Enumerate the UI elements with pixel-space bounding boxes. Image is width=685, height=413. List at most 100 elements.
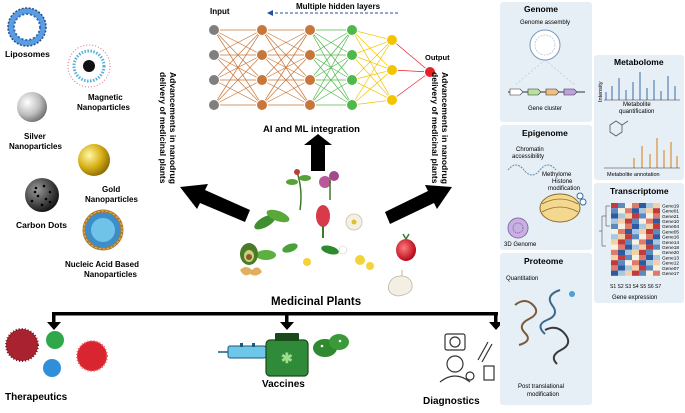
heatmap-cell bbox=[646, 203, 653, 209]
heatmap-cell bbox=[632, 255, 639, 261]
heatmap-cell bbox=[618, 234, 625, 240]
transcriptome-title: Transcriptome bbox=[610, 186, 669, 196]
gene-label: Gene13 bbox=[662, 255, 679, 261]
heatmap-cell bbox=[618, 270, 625, 276]
gene-label: Gene05 bbox=[662, 229, 679, 235]
histone-line1: Histone bbox=[552, 179, 573, 185]
gene-label: Gene12 bbox=[662, 261, 679, 267]
network-edge bbox=[309, 79, 353, 106]
heatmap-cell bbox=[611, 239, 618, 245]
right-caption-line2: delivery of medicinal plants bbox=[430, 72, 440, 184]
gene-label: Gene17 bbox=[662, 271, 679, 277]
metabolite-quant-line1: Metabolite bbox=[623, 102, 651, 108]
network-edge bbox=[261, 29, 311, 56]
heatmap-cell bbox=[618, 213, 625, 219]
network-edge bbox=[351, 69, 393, 106]
heatmap-cell bbox=[639, 229, 646, 235]
plant-green-leaves-icon bbox=[256, 243, 339, 260]
heatmap-cell bbox=[611, 270, 618, 276]
network-edge bbox=[351, 79, 393, 101]
hidden-node bbox=[386, 64, 398, 76]
heatmap-cell bbox=[625, 218, 632, 224]
carbon-dots-label: Carbon Dots bbox=[16, 220, 67, 230]
network-edge bbox=[351, 39, 393, 56]
heatmap-cell bbox=[625, 244, 632, 250]
heatmap-cell bbox=[653, 260, 660, 266]
input-node bbox=[208, 74, 220, 86]
nucleic-label-line1: Nucleic Acid Based bbox=[65, 260, 139, 269]
heatmap-cell bbox=[611, 229, 618, 235]
heatmap-cell bbox=[646, 239, 653, 245]
gene-cluster-label: Gene cluster bbox=[528, 106, 562, 112]
carbon-dot bbox=[36, 194, 40, 198]
magnetic-label-line1: Magnetic bbox=[88, 93, 123, 102]
heatmap-cell bbox=[646, 229, 653, 235]
heatmap-cell bbox=[625, 239, 632, 245]
carbon-dot-particle bbox=[25, 178, 59, 212]
heatmap-cell bbox=[639, 249, 646, 255]
network-edge bbox=[213, 29, 263, 81]
heatmap-cell bbox=[611, 255, 618, 261]
right-caption-line1: Advancements in nanodrug bbox=[440, 72, 450, 184]
left-caption-line1: Advancements in nanodrug bbox=[168, 72, 178, 184]
carbon-dot bbox=[48, 190, 52, 194]
carbon-dot bbox=[40, 203, 44, 207]
liposomes-label: Liposomes bbox=[5, 49, 50, 59]
heatmap-cell bbox=[653, 244, 660, 250]
metabolite-peaks-top bbox=[604, 72, 680, 101]
plant-yellow-flowers-icon bbox=[303, 245, 374, 270]
network-edge bbox=[391, 39, 431, 73]
heatmap-cell bbox=[639, 223, 646, 229]
heatmap-cell bbox=[653, 270, 660, 276]
network-edge bbox=[351, 39, 393, 106]
gene-label: Gene10 bbox=[662, 219, 679, 225]
epigenome-title: Epigenome bbox=[522, 128, 568, 138]
gene-label: Gene07 bbox=[662, 266, 679, 272]
sample-labels: S1 S2 S3 S4 S5 S6 S7 bbox=[610, 284, 661, 290]
heatmap-cell bbox=[646, 260, 653, 266]
gene-label-list: Gene19Gene01Gene21Gene10Gene04Gene05Gene… bbox=[662, 203, 679, 277]
plant-flower-cluster-icon bbox=[319, 171, 339, 200]
heatmap-cell bbox=[639, 265, 646, 271]
heatmap-cell bbox=[639, 239, 646, 245]
genome-assembly-label: Genome assembly bbox=[520, 20, 570, 26]
heatmap-cell bbox=[653, 255, 660, 261]
hidden-node bbox=[386, 34, 398, 46]
heatmap-cell bbox=[625, 265, 632, 271]
network-edge bbox=[309, 29, 353, 56]
network-edges bbox=[213, 29, 431, 106]
right-diagonal-arrow-icon bbox=[385, 185, 452, 224]
vaccine-syringe-illustration: ✱ bbox=[218, 333, 349, 377]
genome-assembly-illustration bbox=[508, 29, 585, 96]
metabolite-annotation-label: Metabolite annotation bbox=[607, 172, 660, 178]
ai-ml-integration-label: AI and ML integration bbox=[263, 124, 360, 135]
heatmap-cell bbox=[625, 213, 632, 219]
magnetic-label-line2: Nanoparticles bbox=[77, 103, 130, 112]
input-node bbox=[208, 49, 220, 61]
protein-illustration bbox=[514, 289, 575, 365]
hidden-node bbox=[256, 49, 268, 61]
heatmap-cell bbox=[646, 249, 653, 255]
therapeutics-label: Therapeutics bbox=[5, 392, 68, 403]
hidden-node bbox=[304, 74, 316, 86]
heatmap-cell bbox=[611, 208, 618, 214]
heatmap-cell bbox=[632, 270, 639, 276]
left-diagonal-arrow-icon bbox=[180, 184, 250, 222]
heatmap-cell bbox=[653, 213, 660, 219]
diagnostics-label: Diagnostics bbox=[423, 396, 480, 407]
hidden-node bbox=[304, 99, 316, 111]
heatmap-cell bbox=[618, 239, 625, 245]
expression-heatmap bbox=[599, 203, 660, 276]
hidden-layers-label: Multiple hidden layers bbox=[296, 2, 381, 11]
nucleic-label-line2: Nanoparticles bbox=[84, 270, 137, 279]
heatmap-cell bbox=[639, 213, 646, 219]
heatmap-cell bbox=[632, 223, 639, 229]
plant-white-flower-icon bbox=[345, 213, 363, 231]
heatmap-cell bbox=[611, 260, 618, 266]
vaccines-label: Vaccines bbox=[262, 379, 305, 390]
network-edge bbox=[309, 29, 353, 81]
heatmap-cell bbox=[632, 229, 639, 235]
hidden-node bbox=[346, 99, 358, 111]
